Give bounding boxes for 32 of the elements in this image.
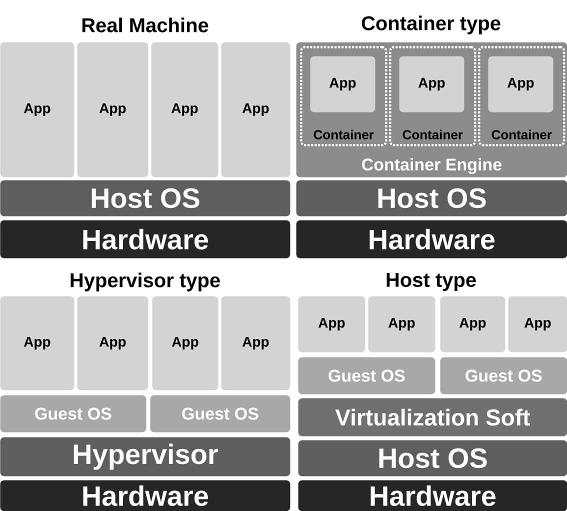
panel-title: Hypervisor type (70, 272, 220, 292)
app-box: App (0, 42, 74, 178)
hardware-layer: Hardware (296, 220, 567, 258)
app-box: App (310, 56, 376, 112)
host-os-layer: Host OS (298, 440, 567, 476)
app-box: App (0, 296, 74, 390)
panel-title: Host type (386, 273, 476, 291)
panel-title: Container type (362, 16, 500, 34)
host-os-layer: Host OS (0, 180, 290, 216)
panel-title: Real Machine (82, 18, 208, 32)
app-box: App (298, 296, 366, 352)
guest-os-layer: Guest OS (440, 357, 567, 394)
app-box: App (368, 296, 436, 352)
guest-os-layer: Guest OS (0, 395, 146, 432)
app-box: App (508, 296, 567, 352)
app-box: App (152, 296, 218, 390)
guest-os-layer: Guest OS (150, 395, 290, 432)
hardware-layer: Hardware (0, 220, 290, 258)
app-box: App (77, 296, 148, 390)
hardware-layer: Hardware (298, 480, 567, 511)
host-os-layer: Host OS (296, 180, 567, 216)
app-box: App (221, 42, 290, 178)
hardware-layer: Hardware (0, 480, 290, 511)
app-box: App (399, 56, 464, 112)
hypervisor-layer: Hypervisor (0, 437, 290, 476)
app-box: App (77, 42, 148, 178)
app-box: App (151, 42, 218, 178)
guest-os-layer: Guest OS (298, 357, 436, 394)
app-box: App (440, 296, 506, 352)
app-box: App (221, 296, 290, 390)
virtualization-layer: Virtualization Soft (298, 398, 567, 436)
app-box: App (488, 56, 554, 112)
